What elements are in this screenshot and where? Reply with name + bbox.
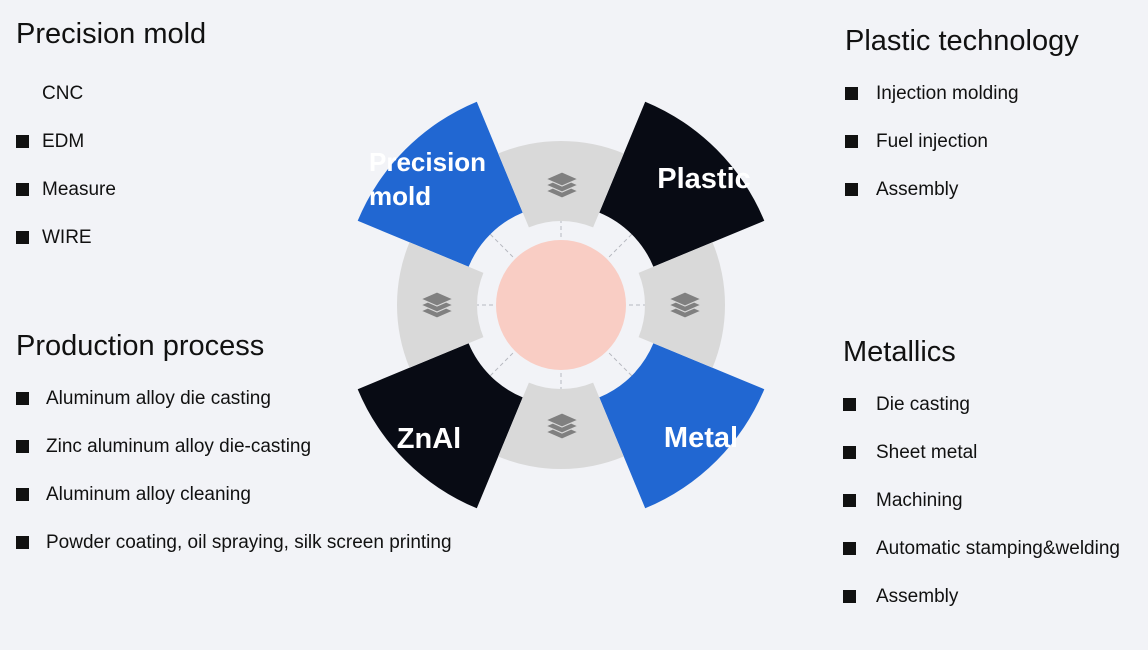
label-metal: Metal	[664, 422, 738, 454]
list-item: CNC	[16, 82, 206, 130]
layer-shape	[419, 291, 455, 307]
layer-shape	[544, 412, 580, 428]
square-bullet-icon	[16, 440, 29, 453]
layer-shape	[667, 291, 703, 307]
sector-znal	[357, 343, 523, 509]
square-bullet-icon	[16, 231, 29, 244]
section-precision-mold: Precision mold CNC EDM Measure WIRE	[16, 18, 206, 274]
layers-icon	[544, 171, 580, 199]
section-metallics: Metallics Die casting Sheet metal Machin…	[843, 336, 1120, 633]
label-znal: ZnAl	[397, 423, 461, 455]
list-item: Fuel injection	[845, 130, 1079, 178]
list-item: Machining	[843, 489, 1120, 537]
square-bullet-icon	[845, 135, 858, 148]
list-item: Injection molding	[845, 82, 1079, 130]
layers-icon	[667, 291, 703, 319]
square-bullet-icon	[16, 183, 29, 196]
section-title: Plastic technology	[845, 25, 1079, 57]
square-bullet-icon	[16, 488, 29, 501]
list-item: Aluminum alloy cleaning	[16, 483, 452, 531]
list-item: Sheet metal	[843, 441, 1120, 489]
sector-metal	[599, 343, 765, 509]
section-production-process: Production process Aluminum alloy die ca…	[16, 330, 452, 579]
list-item: Zinc aluminum alloy die-casting	[16, 435, 452, 483]
square-bullet-icon	[16, 392, 29, 405]
layer-shape	[544, 171, 580, 187]
square-bullet-icon	[845, 87, 858, 100]
square-bullet-icon	[16, 135, 29, 148]
section-title: Metallics	[843, 336, 956, 368]
layers-icon	[419, 291, 455, 319]
list-item: Assembly	[843, 585, 1120, 633]
layers-icon	[544, 412, 580, 440]
square-bullet-icon	[843, 446, 856, 459]
list-item: Powder coating, oil spraying, silk scree…	[16, 531, 452, 579]
square-bullet-icon	[845, 183, 858, 196]
list-item: Automatic stamping&welding	[843, 537, 1120, 585]
section-title: Production process	[16, 330, 265, 362]
square-bullet-icon	[843, 590, 856, 603]
label-plastic: Plastic	[657, 163, 751, 195]
sector-precision-mold	[357, 101, 523, 267]
hub-icons	[419, 171, 703, 440]
section-title: Precision mold	[16, 18, 207, 50]
list-item: Aluminum alloy die casting	[16, 387, 452, 435]
square-bullet-icon	[843, 542, 856, 555]
square-bullet-icon	[16, 536, 29, 549]
list-item: Die casting	[843, 393, 1120, 441]
hub-labels: Precision mold Plastic ZnAl Metal	[369, 147, 751, 455]
square-bullet-icon	[843, 398, 856, 411]
list-item: Measure	[16, 178, 206, 226]
center-circle	[496, 240, 626, 370]
square-bullet-icon	[843, 494, 856, 507]
sector-plastic	[599, 101, 765, 267]
list-item: Assembly	[845, 178, 1079, 226]
label-precision-line1: Precision	[369, 147, 486, 177]
label-precision-line2: mold	[369, 181, 431, 211]
list-item: WIRE	[16, 226, 206, 274]
list-item: EDM	[16, 130, 206, 178]
section-plastic-technology: Plastic technology Injection molding Fue…	[845, 25, 1079, 226]
